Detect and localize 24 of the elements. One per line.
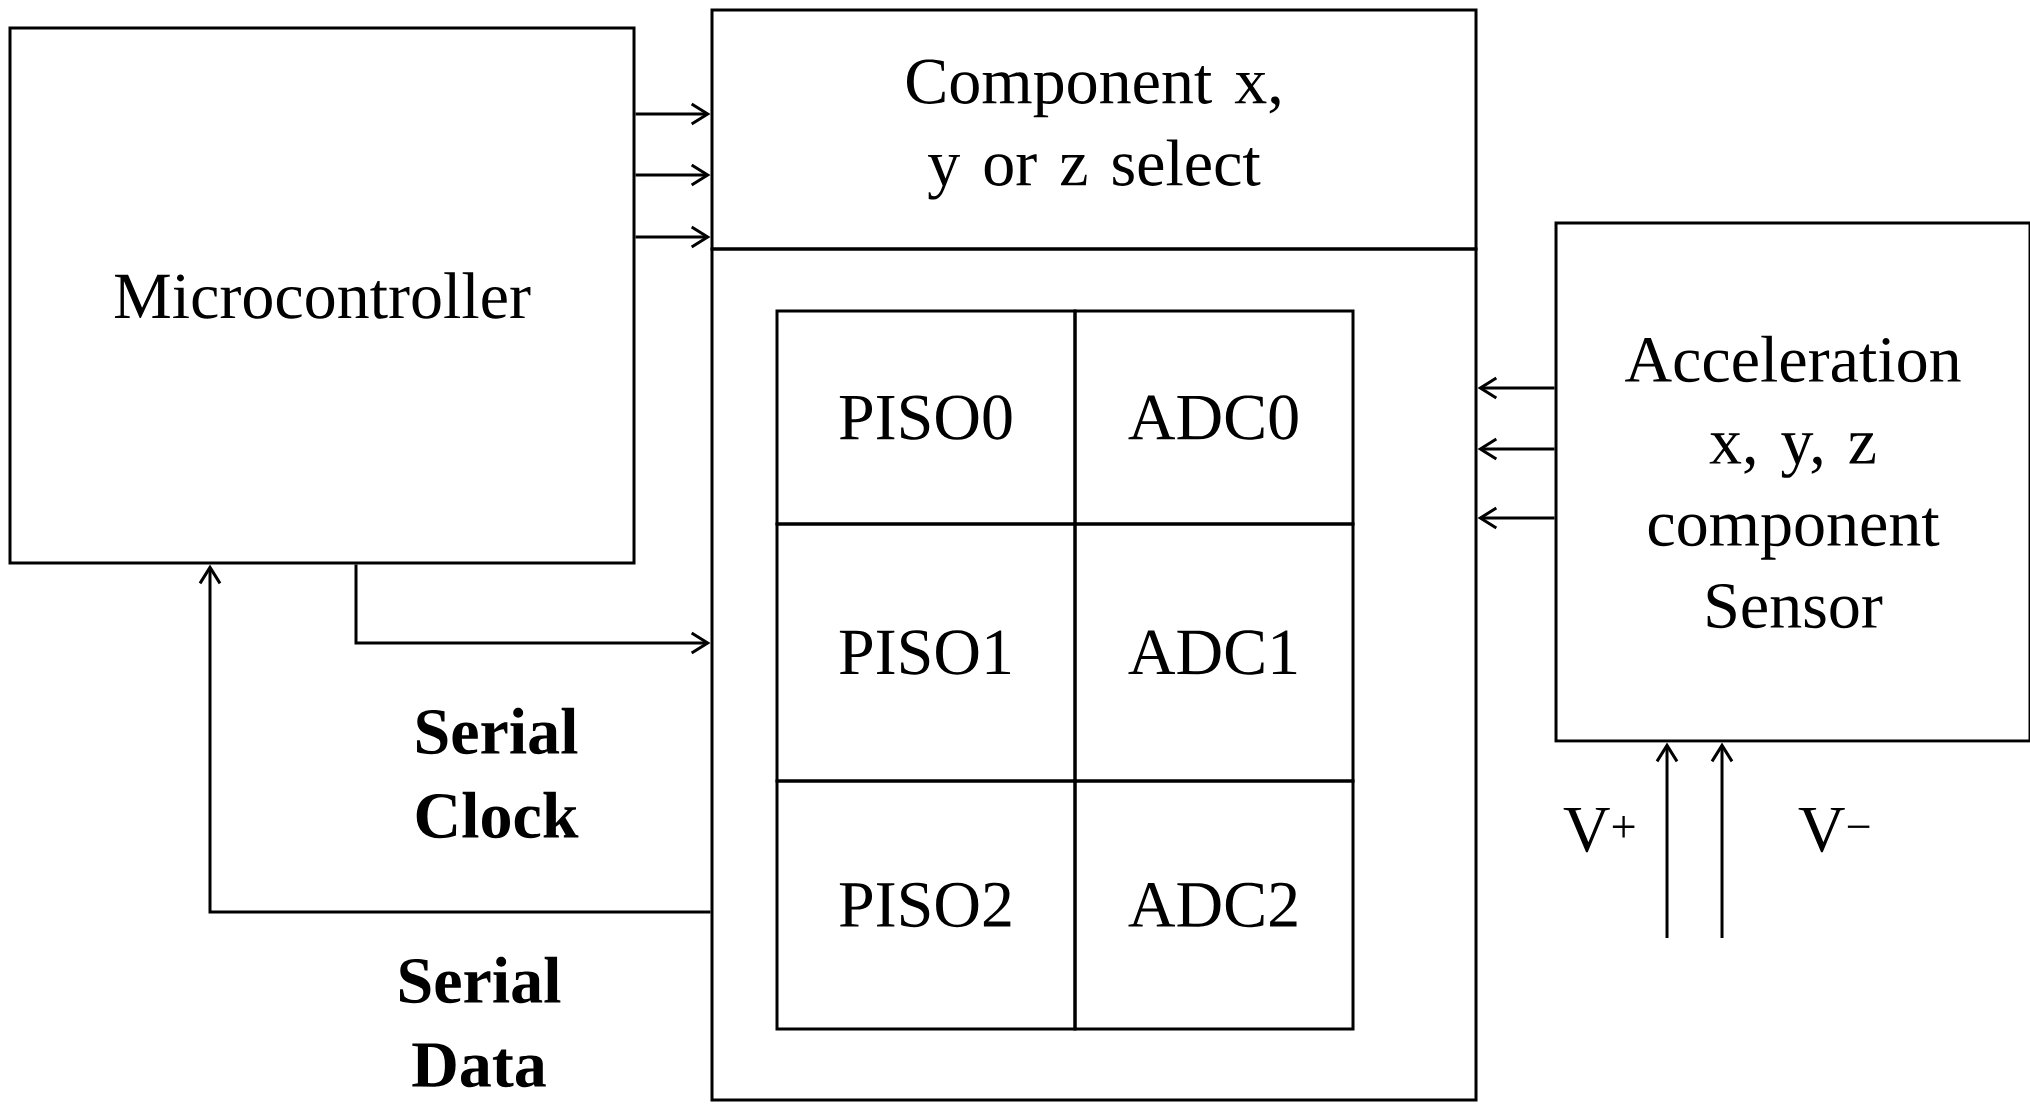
- arrow: [635, 163, 711, 187]
- arrow: [354, 564, 711, 655]
- arrow: [1477, 376, 1555, 400]
- block-box: ADC1: [1073, 522, 1355, 783]
- block-box: PISO1: [775, 522, 1077, 783]
- edge-label: V$^{+}$: [1563, 807, 1635, 853]
- select-box: Component x, y or z select: [710, 8, 1478, 251]
- arrow: [635, 225, 711, 249]
- arrow: [635, 102, 711, 126]
- block-box: PISO0: [775, 309, 1077, 526]
- block-box: ADC0: [1073, 309, 1355, 526]
- arrow: [198, 564, 711, 914]
- block-box: ADC2: [1073, 779, 1355, 1031]
- edge-label: V$^{−}$: [1798, 807, 1870, 853]
- arrow: [1477, 506, 1555, 530]
- edge-label: Serial Data: [400, 956, 561, 1088]
- edge-label: Serial Clock: [416, 707, 579, 839]
- sensor-box: Acceleration x, y, z component Sensor: [1554, 221, 2030, 743]
- converter-box: [710, 247, 1478, 1102]
- arrow: [1477, 437, 1555, 461]
- block-box: PISO2: [775, 779, 1077, 1031]
- arrow: [1710, 742, 1734, 938]
- microcontroller-box: Microcontroller: [8, 26, 636, 565]
- arrow: [1655, 742, 1679, 938]
